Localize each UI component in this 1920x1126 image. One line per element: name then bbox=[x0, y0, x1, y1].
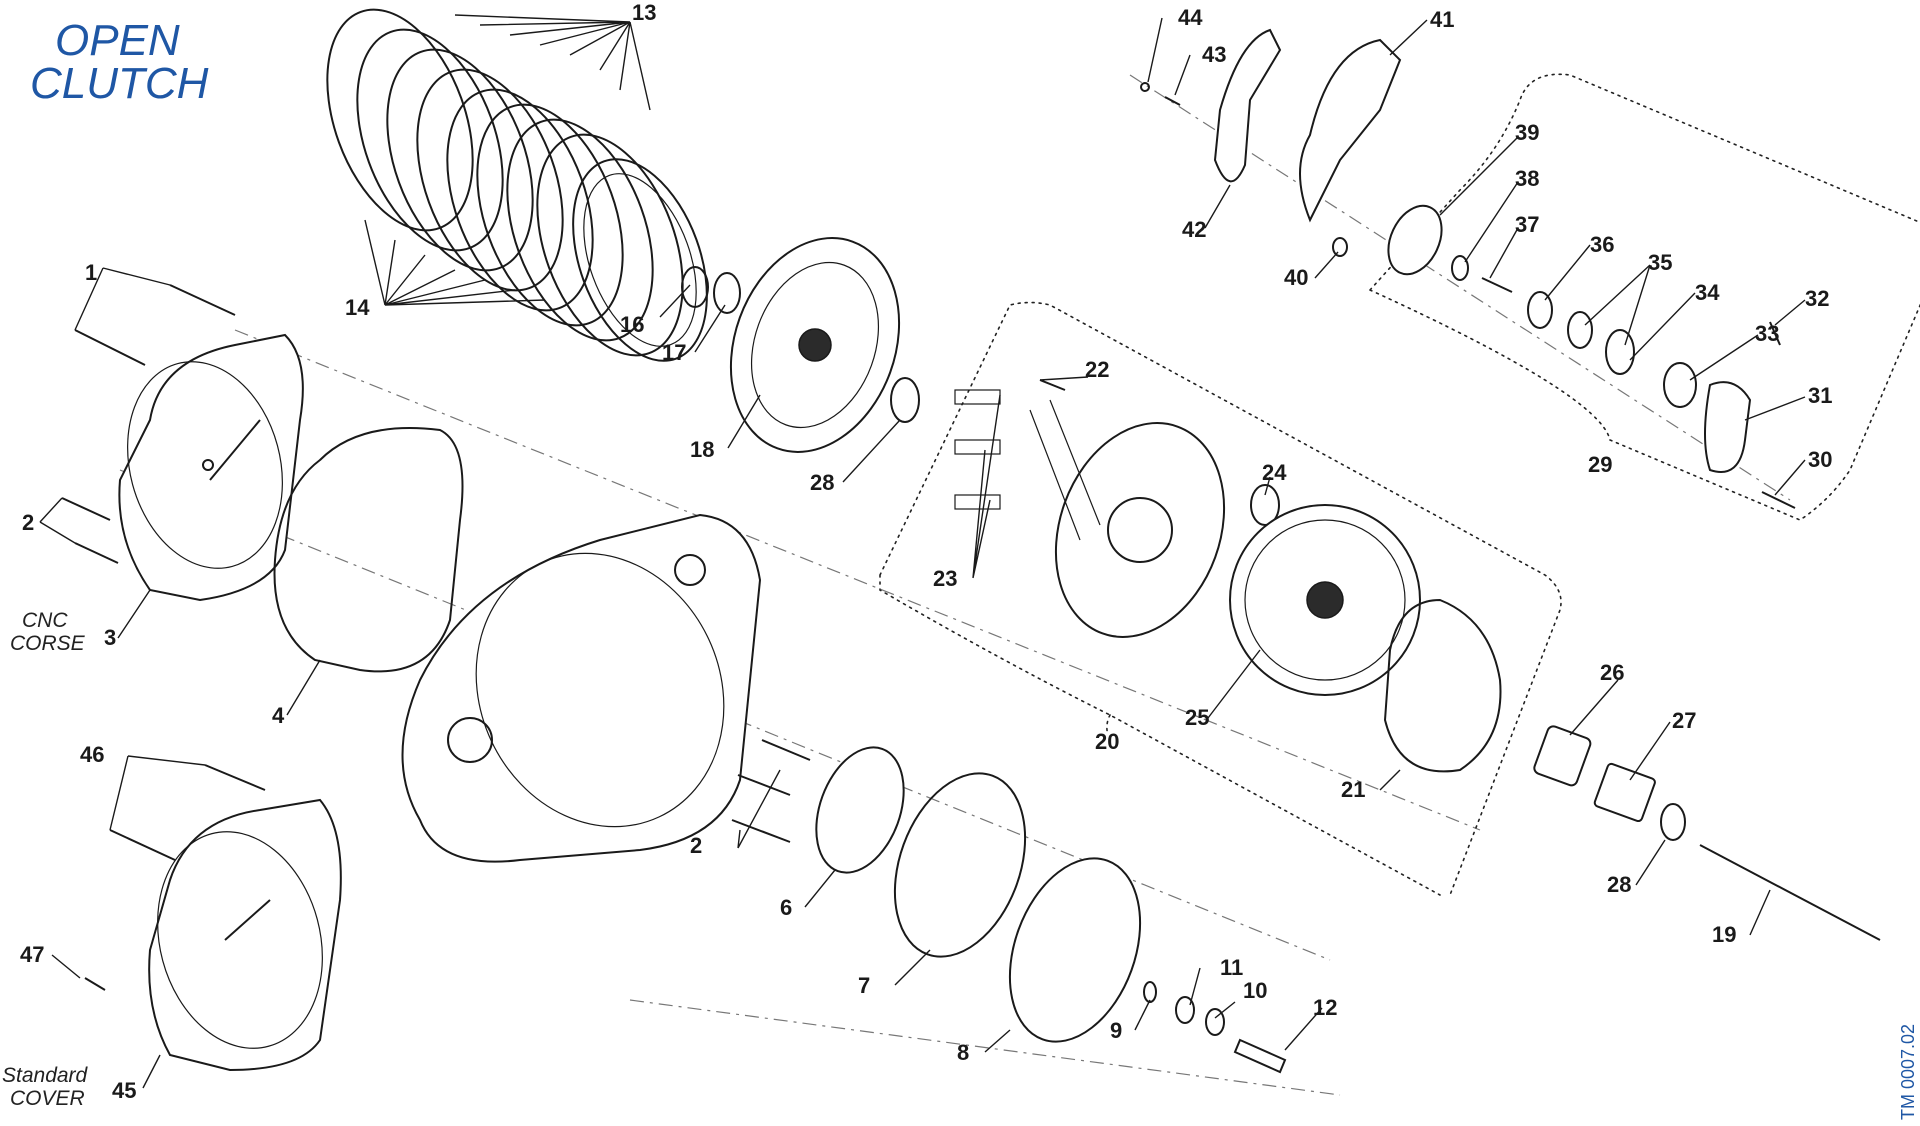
group-29-bracket bbox=[1369, 73, 1920, 521]
clutch-plate-stack bbox=[326, 8, 708, 362]
callout-11: 11 bbox=[1220, 955, 1243, 980]
diagram-title-line1: OPEN bbox=[55, 16, 180, 65]
callout-17: 17 bbox=[662, 340, 686, 365]
washer-28-upper bbox=[890, 377, 920, 423]
assembly-axes bbox=[119, 74, 1791, 1096]
springs-23 bbox=[954, 389, 1001, 510]
washer-28-lower bbox=[1660, 803, 1686, 841]
bushing bbox=[1593, 762, 1656, 823]
callout-44: 44 bbox=[1178, 5, 1203, 30]
callout-45: 45 bbox=[112, 1078, 136, 1103]
callout-30: 30 bbox=[1808, 447, 1832, 472]
washer-44 bbox=[1140, 82, 1150, 92]
callout-1: 1 bbox=[85, 260, 97, 285]
bracket-42 bbox=[1213, 28, 1282, 183]
cover-gasket bbox=[273, 427, 464, 673]
callout-24: 24 bbox=[1262, 460, 1287, 485]
callout-7: 7 bbox=[858, 973, 870, 998]
standard-label-line1: Standard bbox=[2, 1064, 89, 1087]
bolts-2-lower bbox=[731, 739, 811, 843]
diagram-title-line2: CLUTCH bbox=[30, 59, 209, 108]
callout-4: 4 bbox=[272, 703, 285, 728]
bolt-43 bbox=[1164, 96, 1181, 106]
bolt-47 bbox=[84, 977, 106, 991]
bolts-46 bbox=[109, 764, 266, 861]
callout-36: 36 bbox=[1590, 232, 1614, 257]
callout-25: 25 bbox=[1185, 705, 1209, 730]
part-24 bbox=[1250, 484, 1280, 526]
callout-13: 13 bbox=[632, 0, 656, 25]
callout-41: 41 bbox=[1430, 7, 1454, 32]
callout-2-upper: 2 bbox=[22, 510, 34, 535]
callout-26: 26 bbox=[1600, 660, 1624, 685]
thrust-bearing bbox=[815, 746, 905, 874]
callout-20: 20 bbox=[1095, 729, 1119, 754]
callout-28-upper: 28 bbox=[810, 470, 834, 495]
callout-2-lower: 2 bbox=[690, 833, 702, 858]
damper-plate bbox=[1383, 598, 1502, 773]
callout-31: 31 bbox=[1808, 383, 1832, 408]
callout-12: 12 bbox=[1313, 995, 1337, 1020]
callout-29: 29 bbox=[1588, 452, 1612, 477]
primary-gear bbox=[1229, 504, 1421, 696]
callout-47: 47 bbox=[20, 942, 44, 967]
callout-22: 22 bbox=[1085, 357, 1109, 382]
callout-40: 40 bbox=[1284, 265, 1308, 290]
standard-clutch-cover bbox=[148, 798, 342, 1072]
callout-14: 14 bbox=[345, 295, 370, 320]
slave-cylinder-group bbox=[1387, 204, 1796, 509]
callout-8: 8 bbox=[957, 1040, 969, 1065]
callout-18: 18 bbox=[690, 437, 714, 462]
washer-17 bbox=[713, 272, 741, 314]
washer-11 bbox=[1175, 996, 1195, 1024]
callout-10: 10 bbox=[1243, 978, 1267, 1003]
callout-34: 34 bbox=[1695, 280, 1720, 305]
callout-23: 23 bbox=[933, 566, 957, 591]
disc-7 bbox=[893, 772, 1027, 958]
callout-21: 21 bbox=[1341, 777, 1365, 802]
callout-19: 19 bbox=[1712, 922, 1736, 947]
bolts-1 bbox=[74, 284, 236, 366]
callout-38: 38 bbox=[1515, 166, 1539, 191]
pressure-plate bbox=[729, 237, 901, 453]
callout-leaders bbox=[39, 14, 1806, 1089]
callout-numbers: 13 14 1 2 3 4 16 17 18 28 22 23 24 25 20… bbox=[20, 0, 1832, 1103]
bolts-2-upper bbox=[61, 497, 119, 564]
callout-9: 9 bbox=[1110, 1018, 1122, 1043]
callout-37: 37 bbox=[1515, 212, 1539, 237]
callout-6: 6 bbox=[780, 895, 792, 920]
clutch-hub bbox=[1029, 399, 1226, 638]
callout-46: 46 bbox=[80, 742, 104, 767]
callout-28-lower: 28 bbox=[1607, 872, 1631, 897]
callout-16: 16 bbox=[620, 312, 644, 337]
drawing-code: TM 0007.02 bbox=[1898, 1024, 1918, 1120]
pin-12 bbox=[1233, 1038, 1287, 1074]
cnc-clutch-cover bbox=[118, 333, 304, 602]
circlip-9 bbox=[1143, 981, 1157, 1003]
callout-39: 39 bbox=[1515, 120, 1539, 145]
callout-3: 3 bbox=[104, 625, 116, 650]
callout-43: 43 bbox=[1202, 42, 1226, 67]
guard-41 bbox=[1299, 38, 1402, 223]
part-40 bbox=[1332, 237, 1348, 257]
group-20-bracket bbox=[879, 301, 1562, 896]
callout-27: 27 bbox=[1672, 708, 1696, 733]
callout-32: 32 bbox=[1805, 286, 1829, 311]
callout-42: 42 bbox=[1182, 217, 1206, 242]
cnc-label-line1: CNC bbox=[22, 609, 68, 632]
push-rod-shaft bbox=[1699, 844, 1881, 941]
bolt-22 bbox=[1039, 379, 1066, 391]
nut-16 bbox=[681, 266, 709, 308]
needle-bearing bbox=[1533, 725, 1592, 787]
bearing-10 bbox=[1205, 1008, 1225, 1036]
clutch-plate-8 bbox=[1008, 857, 1142, 1043]
callout-33: 33 bbox=[1755, 321, 1779, 346]
cnc-label-line2: CORSE bbox=[10, 632, 86, 655]
standard-label-line2: COVER bbox=[10, 1087, 85, 1110]
callout-35: 35 bbox=[1648, 250, 1672, 275]
